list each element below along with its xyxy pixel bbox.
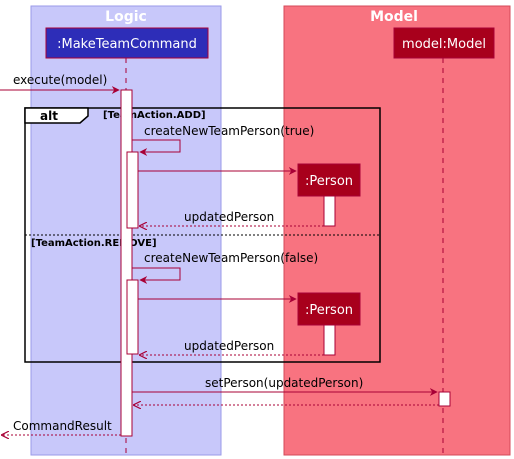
participant-person-add[interactable]: :Person [297, 163, 361, 197]
message-set-person-label: setPerson(updatedPerson) [205, 376, 363, 390]
participant-model[interactable]: model:Model [393, 27, 495, 59]
participant-person-remove-label: :Person [305, 303, 353, 318]
participant-person-add-label: :Person [305, 174, 353, 189]
message-command-result: CommandResult [2, 419, 121, 435]
guard-add-label: [TeamAction.ADD] [103, 110, 206, 121]
activation-person-remove [323, 324, 336, 356]
participant-person-remove[interactable]: :Person [297, 292, 361, 326]
message-command-result-label: CommandResult [13, 419, 112, 433]
activation-person-add [323, 195, 336, 227]
guard-remove-label: [TeamAction.REMOVE] [31, 238, 157, 249]
message-set-person: setPerson(updatedPerson) [132, 376, 438, 396]
message-create-remove-label: createNewTeamPerson(false) [144, 251, 318, 265]
message-create-add: createNewTeamPerson(true) [132, 124, 314, 156]
message-create-add-label: createNewTeamPerson(true) [144, 124, 314, 138]
message-create-remove: createNewTeamPerson(false) [132, 251, 318, 284]
model-lane-title: Model [370, 9, 418, 25]
message-return-remove: updatedPerson [140, 339, 324, 355]
message-return-remove-label: updatedPerson [184, 339, 274, 353]
participant-make-team-command-label: :MakeTeamCommand [57, 37, 197, 52]
message-execute-label: execute(model) [13, 73, 107, 87]
activation-create-remove [126, 279, 139, 355]
message-return-add: updatedPerson [140, 210, 324, 226]
message-execute: execute(model) [0, 73, 120, 94]
alt-fragment: alt [TeamAction.ADD] [TeamAction.REMOVE] [24, 107, 381, 363]
participant-model-label: model:Model [402, 37, 486, 52]
activation-make-team-command [120, 89, 133, 437]
activation-model [438, 391, 451, 407]
alt-operator-label: alt [40, 109, 58, 123]
logic-lane-title: Logic [105, 9, 147, 25]
model-lane: Model [283, 5, 511, 456]
message-return-add-label: updatedPerson [184, 210, 274, 224]
activation-create-add [126, 151, 139, 229]
participant-make-team-command[interactable]: :MakeTeamCommand [45, 27, 209, 59]
